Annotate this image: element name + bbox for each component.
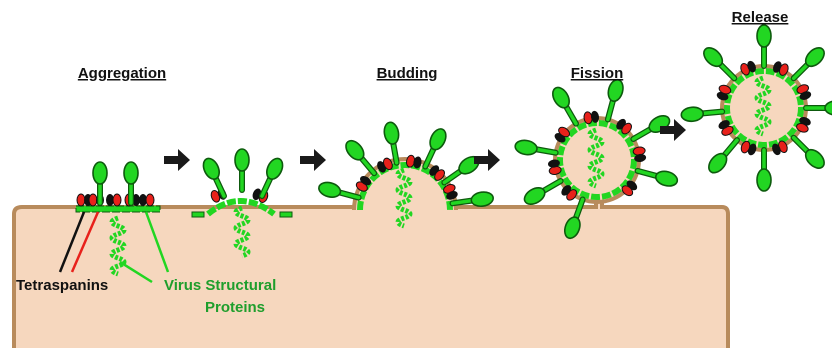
stage-label-budding: Budding xyxy=(377,65,438,82)
stage-label-fission: Fission xyxy=(571,65,624,82)
tetraspanins-label: Tetraspanins xyxy=(16,277,108,294)
right-arrow-icon xyxy=(300,149,326,171)
virus-structural-label: Virus Structural xyxy=(164,277,276,294)
virus-proteins-label: Proteins xyxy=(205,299,265,316)
host-cell xyxy=(0,200,728,348)
right-arrow-icon xyxy=(474,149,500,171)
released-virion xyxy=(681,25,832,191)
stage-label-release: Release xyxy=(732,9,789,26)
right-arrow-icon xyxy=(164,149,190,171)
stage-label-aggregation: Aggregation xyxy=(78,65,166,82)
